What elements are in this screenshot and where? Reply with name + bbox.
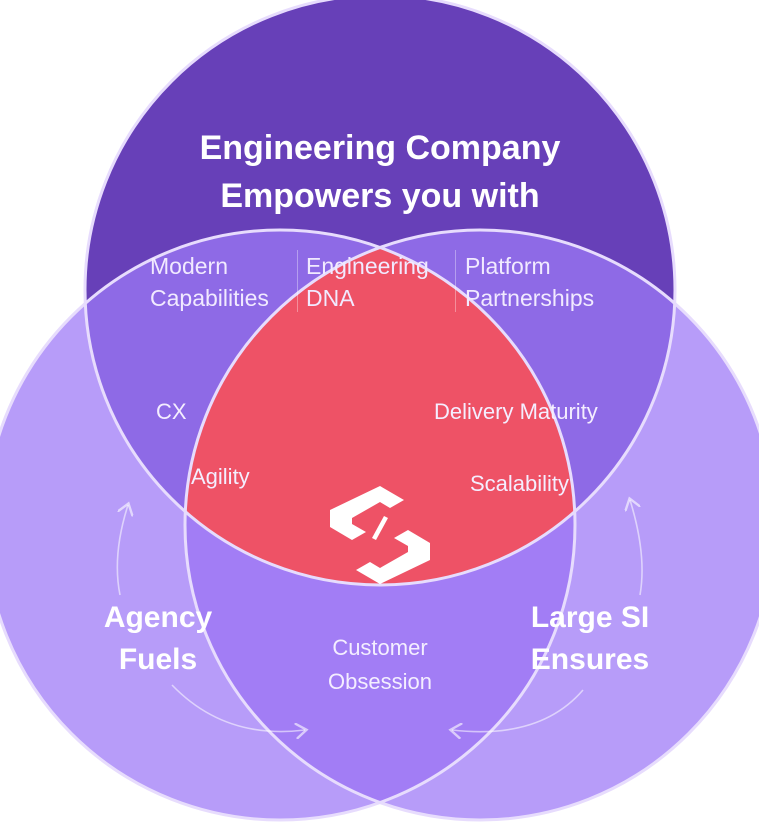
- overlap-label-cx: CX: [156, 399, 187, 424]
- overlap-label-delivery-maturity: Delivery Maturity: [434, 399, 598, 424]
- overlap-label-scalability: Scalability: [470, 471, 570, 496]
- right-circle-label: Large SI Ensures: [500, 597, 680, 681]
- pillar-engineering-dna: Engineering DNA: [306, 250, 429, 314]
- pillar-line: Platform: [465, 253, 551, 279]
- pillar-line: Engineering: [306, 253, 429, 279]
- left-circle-outline: [0, 228, 577, 822]
- bottom-label-line1: Customer: [332, 635, 428, 660]
- pillar-divider: [297, 250, 298, 312]
- top-title: Engineering Company Empowers you with: [130, 124, 630, 220]
- bottom-overlap-label: Customer Obsession: [300, 631, 460, 699]
- pillar-divider: [455, 250, 456, 312]
- center-overlap: [185, 230, 575, 585]
- pillar-line: Partnerships: [465, 285, 595, 311]
- left-right-arrow: [171, 684, 305, 732]
- right-label-line2: Ensures: [530, 643, 650, 676]
- right-label-line1: Large SI: [530, 601, 650, 634]
- pillar-platform-partnerships: Platform Partnerships: [465, 250, 594, 314]
- bottom-label-line2: Obsession: [328, 669, 432, 694]
- overlap-label-agility: Agility: [191, 464, 250, 489]
- top-circle-outline: [83, 0, 677, 587]
- right-up-arrow: [630, 500, 643, 596]
- left-circle-label: Agency Fuels: [68, 597, 248, 681]
- brand-logo-icon: [330, 486, 430, 584]
- left-label-line2: Fuels: [118, 643, 198, 676]
- left-label-line1: Agency: [103, 601, 213, 634]
- top-title-line1: Engineering Company: [199, 129, 561, 167]
- pillar-line: Capabilities: [150, 285, 269, 311]
- pillar-modern-capabilities: Modern Capabilities: [150, 250, 269, 314]
- top-title-line2: Empowers you with: [220, 177, 540, 215]
- right-left-arrow: [452, 689, 584, 732]
- pillar-line: Modern: [150, 253, 228, 279]
- right-circle-outline: [183, 228, 759, 822]
- left-up-arrow: [116, 505, 128, 596]
- pillar-line: DNA: [306, 285, 355, 311]
